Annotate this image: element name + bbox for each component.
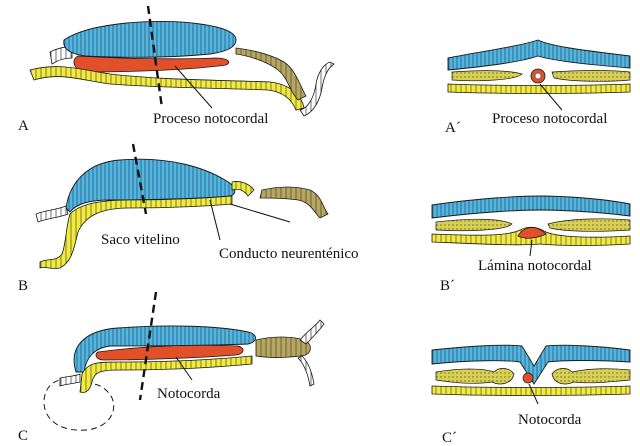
neurenteric-amnion-c <box>255 336 311 358</box>
mesoderm-right-c-prime <box>551 368 631 385</box>
letter-c: C <box>18 428 28 444</box>
notochordal-process-a <box>73 55 230 73</box>
notochord-c-prime <box>522 372 534 384</box>
ectoderm-a <box>63 20 237 58</box>
leader-b-prime <box>529 239 533 257</box>
mesoderm-left-c-prime <box>435 368 515 385</box>
leader-b-left <box>209 199 221 241</box>
membrane-right-a <box>299 61 335 117</box>
neurenteric-amnion-b <box>259 186 329 219</box>
letter-c-prime: C´ <box>442 430 457 446</box>
leader-c-prime <box>528 383 539 405</box>
endoderm-c-prime <box>431 385 631 396</box>
ectoderm-a-prime <box>447 39 631 71</box>
label-proceso-notocordal-a-prime: Proceso notocordal <box>492 111 607 127</box>
endoderm-b <box>39 195 233 269</box>
amnion-left-c <box>59 373 81 387</box>
label-notocorda-c: Notocorda <box>157 386 221 402</box>
panel-b: Saco vitelino Conducto neurenténico B <box>18 143 359 294</box>
label-proceso-notocordal-a: Proceso notocordal <box>153 111 268 127</box>
endoderm-a <box>29 66 305 111</box>
label-lamina-notocordal: Lámina notocordal <box>478 258 592 274</box>
conduit-stub-b <box>231 181 255 197</box>
notochord-c <box>95 344 244 361</box>
panel-b-prime: Lámina notocordal B´ <box>431 195 631 294</box>
amnion-left-stub <box>49 46 73 65</box>
yolk-sac-outline <box>43 378 115 431</box>
mesoderm-left-b-prime <box>435 218 513 232</box>
ectoderm-b-prime <box>431 195 631 219</box>
letter-b: B <box>18 278 28 294</box>
membrane-right-c <box>297 319 325 387</box>
letter-b-prime: B´ <box>440 278 455 294</box>
mesoderm-left-a-prime <box>451 70 523 82</box>
amnion-left-b <box>35 205 69 223</box>
leader-b-right <box>229 203 291 223</box>
letter-a: A <box>18 118 29 134</box>
mesoderm-right-a-prime <box>551 70 631 82</box>
panel-c: Notocorda C <box>18 291 325 444</box>
letter-a-prime: A´ <box>445 120 461 136</box>
label-conducto-neurentenico: Conducto neurenténico <box>219 246 359 262</box>
panel-a: Proceso notocordal A <box>18 5 335 134</box>
panel-c-prime: Notocorda C´ <box>431 344 631 446</box>
section-line-a <box>146 5 164 109</box>
leader-a-prime <box>539 83 563 111</box>
label-notocorda-c-prime: Notocorda <box>518 412 582 428</box>
leader-a <box>174 65 213 109</box>
notochordal-plate <box>517 227 547 239</box>
panel-a-prime: Proceso notocordal A´ <box>445 39 631 136</box>
section-line-b <box>131 143 148 215</box>
amnion-a <box>235 47 307 101</box>
mesoderm-right-b-prime <box>547 218 631 232</box>
ectoderm-c-prime <box>431 344 631 385</box>
endoderm-a-prime <box>447 83 631 94</box>
leader-c <box>175 356 193 381</box>
endoderm-c <box>79 355 253 393</box>
ectoderm-c <box>73 325 256 373</box>
notochordal-canal <box>534 72 542 80</box>
section-line-c <box>138 291 158 401</box>
label-saco-vitelino: Saco vitelino <box>101 232 180 248</box>
